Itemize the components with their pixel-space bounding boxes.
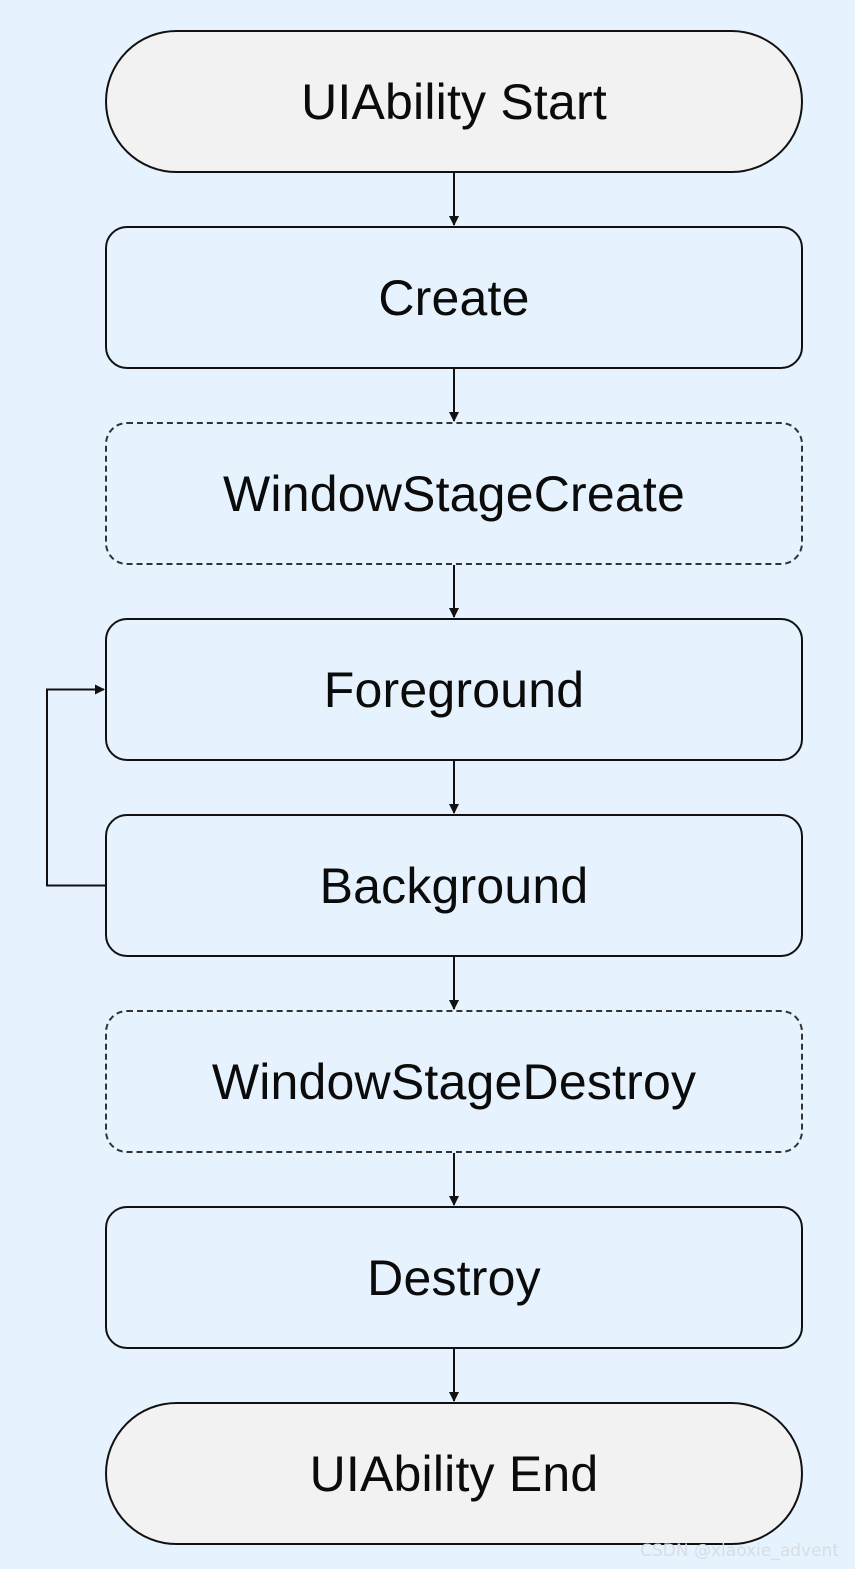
end-node: UIAbility End [105,1402,803,1545]
window-stage-destroy-node-label: WindowStageDestroy [211,1053,697,1110]
window-stage-create-node: WindowStageCreate [105,422,803,565]
start-node: UIAbility Start [105,30,803,173]
watermark: CSDN @xiaoxie_advent [640,1541,839,1561]
background-node-label: Background [319,857,589,914]
create-node: Create [105,226,803,369]
foreground-node: Foreground [105,618,803,761]
end-node-label: UIAbility End [309,1445,599,1502]
window-stage-create-node-label: WindowStageCreate [223,465,685,522]
create-node-label: Create [378,269,530,326]
destroy-node: Destroy [105,1206,803,1349]
background-node: Background [105,814,803,957]
arrow-background-to-foreground [46,684,105,887]
window-stage-destroy-node: WindowStageDestroy [105,1010,803,1153]
foreground-node-label: Foreground [323,661,585,718]
destroy-node-label: Destroy [367,1249,541,1306]
start-node-label: UIAbility Start [301,73,607,130]
